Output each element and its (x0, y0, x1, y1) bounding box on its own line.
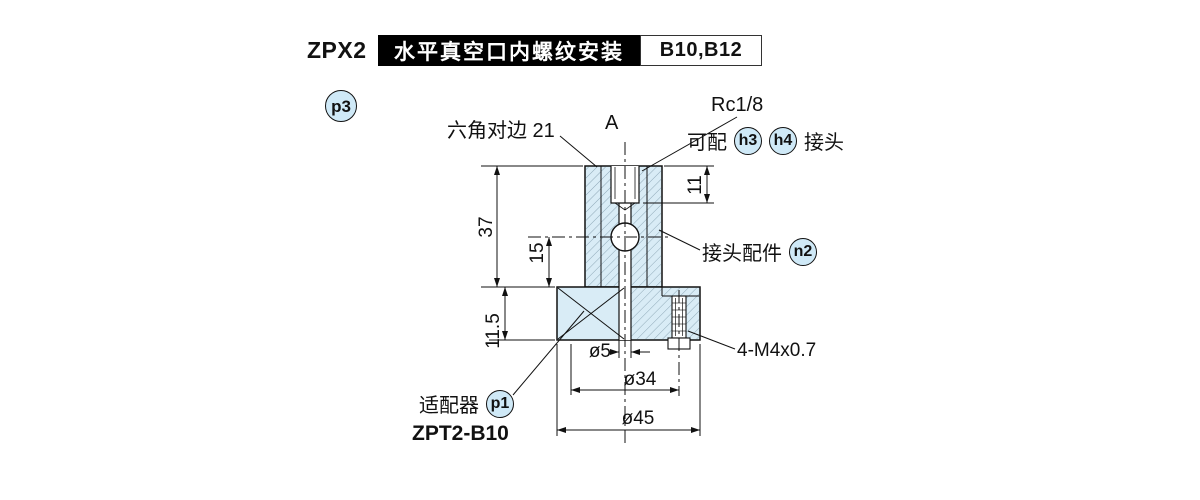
thread-spec-label: Rc1/8 (711, 94, 764, 116)
part-section (556, 165, 701, 350)
dim-flange-dia: ø45 (556, 344, 701, 436)
adapter-leader (512, 310, 585, 396)
section-label: A (605, 112, 619, 134)
dim-body-height-text: 37 (476, 216, 497, 237)
fitting-parts-leader (658, 229, 701, 251)
model-range: B10,B12 (640, 35, 762, 66)
dim-body-height: 37 (476, 165, 583, 288)
adapter-model-label: ZPT2-B10 (412, 422, 509, 445)
page-ref-badge-p3: p3 (325, 90, 357, 122)
centerlines (528, 142, 680, 443)
fitting-ref-badge-h4: h4 (769, 126, 797, 155)
compatible-fittings-suffix: 接头 (804, 132, 844, 154)
fitting-ref-badge-h3: h3 (734, 126, 762, 155)
compatible-fittings-note: 可配 h3 h4 接头 (687, 126, 844, 155)
bolt-spec-label: 4-M4x0.7 (737, 340, 817, 361)
compatible-fittings-prefix: 可配 (687, 132, 727, 154)
series-code: ZPX2 (307, 37, 367, 63)
dim-bolt-circle: ø34 (570, 344, 679, 395)
fitting-parts-label: 接头配件 (702, 243, 782, 265)
dim-bolt-circle-text: ø34 (624, 369, 657, 390)
dim-hole-dia: ø5 (589, 340, 650, 362)
dim-port-offset-text: 15 (527, 242, 548, 263)
dim-flange-height: 11.5 (483, 287, 555, 349)
adapter-ref-badge-p1: p1 (486, 389, 514, 418)
hex-flats-leader (559, 135, 598, 168)
bolt-spec-leader (687, 330, 736, 350)
leader-lines (512, 116, 738, 396)
dim-thread-depth: 11 (643, 165, 714, 204)
adapter-label: 适配器 (419, 395, 479, 417)
dim-flange-dia-text: ø45 (622, 408, 655, 429)
thread-spec-leader (641, 116, 738, 172)
adapter-note: 适配器 p1 (419, 389, 514, 418)
dim-flange-height-text: 11.5 (483, 313, 504, 349)
fitting-parts-ref-badge-n2: n2 (789, 237, 817, 266)
dim-port-offset: 15 (527, 237, 552, 287)
dim-thread-depth-text: 11 (685, 175, 706, 195)
hex-flats-label: 六角对边 21 (447, 120, 555, 142)
fitting-parts-note: 接头配件 n2 (702, 237, 817, 266)
flange-cross (557, 287, 625, 340)
page-title: 水平真空口内螺纹安装 (378, 35, 640, 66)
dim-hole-dia-text: ø5 (589, 341, 611, 362)
